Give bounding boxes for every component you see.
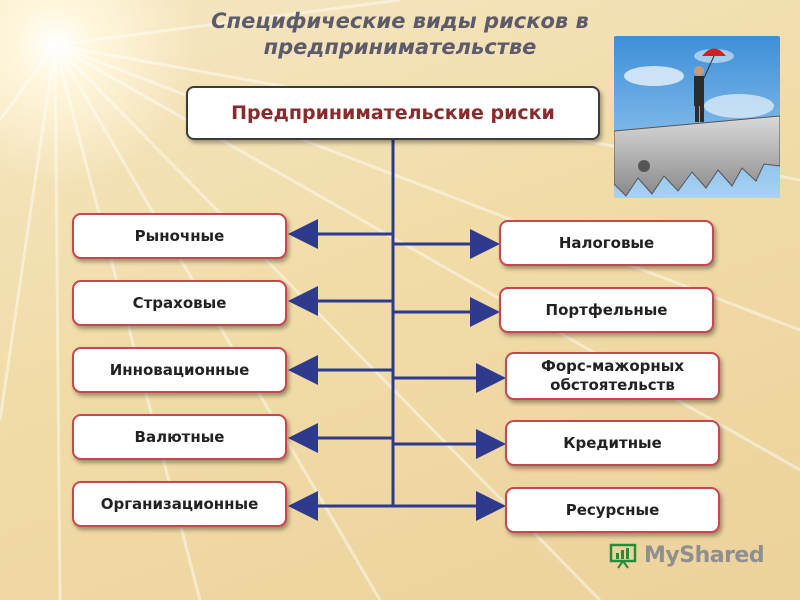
node-left-1: Рыночные <box>72 213 287 259</box>
node-left-3: Инновационные <box>72 347 287 393</box>
myshared-logo-icon <box>609 543 637 569</box>
node-left-4: Валютные <box>72 414 287 460</box>
watermark: MyShared <box>608 540 778 570</box>
node-right-4: Кредитные <box>505 420 720 466</box>
node-right-5: Ресурсные <box>505 487 720 533</box>
node-right-3: Форс-мажорных обстоятельств <box>505 352 720 400</box>
node-right-2: Портфельные <box>499 287 714 333</box>
root-node: Предпринимательские риски <box>186 86 600 140</box>
node-left-2: Страховые <box>72 280 287 326</box>
page-title: Специфические виды рисков в предпринимат… <box>211 9 589 59</box>
node-right-1: Налоговые <box>499 220 714 266</box>
watermark-text: MyShared <box>644 542 765 568</box>
node-left-5: Организационные <box>72 481 287 527</box>
businessman-with-umbrella-on-saw-photo <box>614 36 780 198</box>
